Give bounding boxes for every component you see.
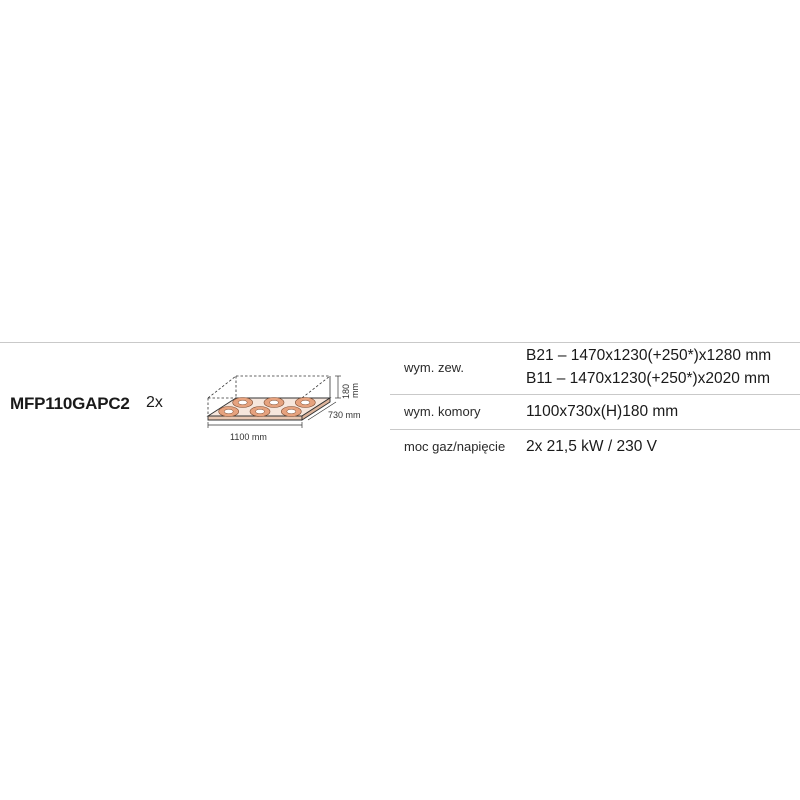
spec-chamber-dimensions: wym. komory 1100x730x(H)180 mm xyxy=(390,395,800,430)
depth-dimension xyxy=(307,401,337,421)
spec-value: 2x 21,5 kW / 230 V xyxy=(526,438,657,455)
burner-grid xyxy=(218,397,316,417)
height-unit: mm xyxy=(350,383,360,398)
spec-value: 1100x730x(H)180 mm xyxy=(526,403,679,420)
oven-chamber-diagram: 1100 mm 730 mm 180 mm xyxy=(206,375,361,442)
burner-center xyxy=(223,409,234,414)
spec-table: wym. zew. B21 – 1470x1230(+250*)x1280 mm… xyxy=(390,342,800,464)
burner-center xyxy=(286,409,297,414)
height-value: 180 xyxy=(341,384,351,399)
spec-value-b21: B21 – 1470x1230(+250*)x1280 mm xyxy=(526,347,772,364)
spec-label: wym. komory xyxy=(404,404,481,419)
top-divider xyxy=(0,342,800,343)
height-dimension xyxy=(335,375,341,399)
width-label: 1100 mm xyxy=(230,432,267,442)
spec-power: moc gaz/napięcie 2x 21,5 kW / 230 V xyxy=(390,430,800,464)
product-spec-row: MFP110GAPC2 2x xyxy=(0,342,800,462)
spec-external-dimensions: wym. zew. B21 – 1470x1230(+250*)x1280 mm… xyxy=(390,342,800,395)
width-dimension xyxy=(207,422,303,428)
burner-center xyxy=(255,409,265,414)
burner-center xyxy=(269,400,279,405)
burner-center xyxy=(300,400,311,405)
burner-center xyxy=(237,400,248,405)
depth-label: 730 mm xyxy=(328,410,361,420)
spec-label: wym. zew. xyxy=(404,360,464,375)
model-code: MFP110GAPC2 xyxy=(10,394,130,413)
spec-value-b11: B11 – 1470x1230(+250*)x2020 mm xyxy=(526,370,771,387)
quantity: 2x xyxy=(146,394,163,411)
spec-label: moc gaz/napięcie xyxy=(404,439,506,454)
